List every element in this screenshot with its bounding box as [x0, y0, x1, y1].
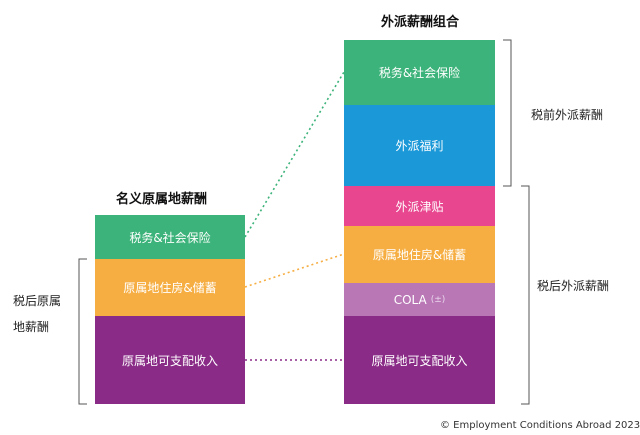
- copyright-text: © Employment Conditions Abroad 2023: [440, 420, 640, 431]
- right-post-tax-label: 税后外派薪酬: [537, 279, 610, 293]
- right-segment-expat-benefits: 外派福利: [344, 105, 495, 186]
- right-segment-housing-savings: 原属地住房&储蓄: [344, 226, 495, 283]
- right-segment-cola: COLA (±): [344, 283, 495, 316]
- right-segment-expat-allowance: 外派津贴: [344, 186, 495, 226]
- right-segment-expat-benefits-label: 外派福利: [395, 139, 444, 153]
- left-segment-tax-social: 税务&社会保险: [95, 215, 245, 259]
- right-segment-disposable-income-label: 原属地可支配收入: [371, 353, 468, 368]
- right-segment-expat-allowance-label: 外派津贴: [395, 199, 444, 214]
- right-pre-tax-label: 税前外派薪酬: [531, 108, 604, 122]
- right-segment-tax-social-label: 税务&社会保险: [378, 66, 461, 80]
- right-segment-disposable-income: 原属地可支配收入: [344, 316, 495, 404]
- right-segment-cola-label: COLA: [393, 292, 427, 307]
- left-bracket-label: 税后原属地薪酬: [13, 294, 62, 334]
- connector-tax: [244, 71, 345, 238]
- left-column-title: 名义原属地薪酬: [116, 192, 208, 207]
- right-column-title: 外派薪酬组合: [381, 15, 460, 30]
- left-segment-disposable-income-label: 原属地可支配收入: [121, 353, 218, 368]
- right-pre-tax-bracket: [503, 39, 512, 187]
- right-post-tax-bracket: [521, 185, 530, 405]
- right-segment-tax-social: 税务&社会保险: [344, 40, 495, 105]
- connectors-and-brackets: [78, 39, 530, 405]
- left-post-tax-bracket: [78, 258, 87, 405]
- left-segment-housing-savings: 原属地住房&储蓄: [95, 259, 245, 316]
- right-segment-housing-savings-label: 原属地住房&储蓄: [372, 248, 467, 262]
- left-segment-tax-social-label: 税务&社会保险: [129, 230, 211, 245]
- connector-housing: [244, 253, 345, 288]
- right-segment-cola-suffix: (±): [430, 294, 446, 305]
- left-segment-disposable-income: 原属地可支配收入: [95, 316, 245, 404]
- left-segment-housing-savings-label: 原属地住房&储蓄: [123, 281, 217, 295]
